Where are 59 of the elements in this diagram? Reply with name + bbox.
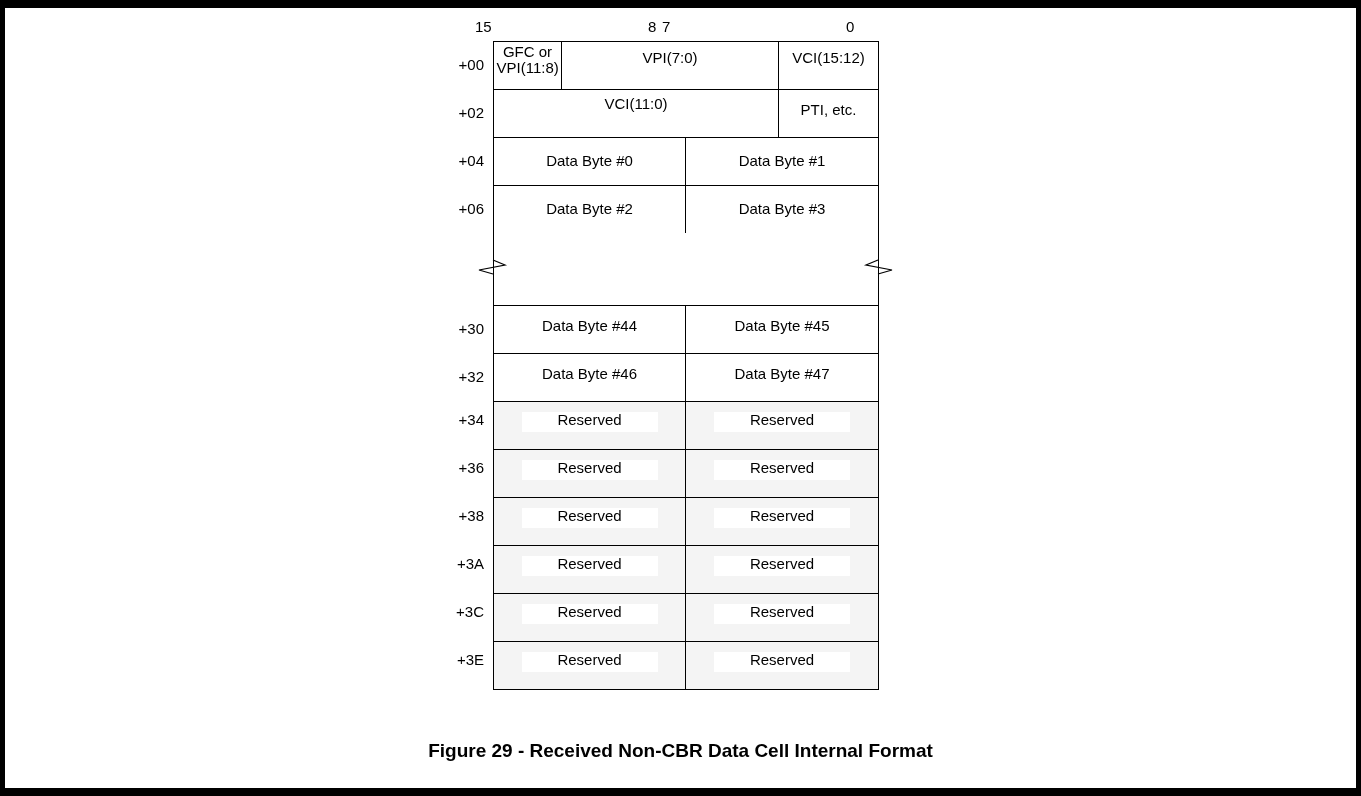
reserved-field-cell (493, 593, 686, 642)
field-label: Data Byte #46 (541, 366, 638, 384)
reserved-field-cell (493, 401, 686, 450)
offset-label: +04 (458, 152, 484, 169)
field-label: Reserved (714, 412, 850, 432)
field-label: Data Byte #45 (734, 318, 830, 336)
field-label: Reserved (521, 652, 658, 672)
field-cell (685, 305, 879, 354)
bit-number: 8 (648, 18, 657, 35)
reserved-field-cell (685, 449, 879, 498)
reserved-field-cell (685, 641, 879, 690)
reserved-field-cell (685, 497, 879, 546)
field-label: Reserved (714, 508, 850, 528)
field-label: VCI(11:0) (604, 96, 668, 114)
field-cell (493, 305, 686, 354)
field-label: Reserved (521, 412, 658, 432)
field-cell (778, 41, 879, 90)
field-cell (493, 41, 562, 90)
field-label: Reserved (521, 604, 658, 624)
omitted-rows-gap (493, 233, 879, 306)
reserved-field-cell (685, 401, 879, 450)
field-label: Data Byte #44 (541, 318, 638, 336)
field-label: Data Byte #2 (546, 201, 633, 219)
field-label: Reserved (521, 556, 658, 576)
offset-label: +32 (458, 368, 484, 385)
field-label: Data Byte #47 (734, 366, 830, 384)
offset-label: +36 (458, 459, 484, 476)
reserved-field-cell (685, 593, 879, 642)
bit-number: 7 (662, 18, 671, 35)
reserved-field-cell (493, 449, 686, 498)
offset-label: +02 (458, 104, 484, 121)
bit-number: 15 (475, 18, 492, 35)
offset-label: +38 (458, 507, 484, 524)
field-label: Data Byte #0 (546, 153, 633, 171)
offset-label: +3E (456, 651, 484, 668)
field-label: VPI(7:0) (642, 50, 698, 68)
field-label: Reserved (714, 556, 850, 576)
reserved-field-cell (685, 545, 879, 594)
field-label: Reserved (521, 508, 658, 528)
offset-label: +3C (456, 603, 484, 620)
reserved-field-cell (493, 545, 686, 594)
field-label: PTI, etc. (800, 102, 857, 120)
figure-caption: Figure 29 - Received Non-CBR Data Cell Internal Format (428, 740, 933, 762)
offset-label: +06 (458, 200, 484, 217)
field-label: Reserved (521, 460, 658, 480)
field-label: Reserved (714, 460, 850, 480)
field-label: GFC or VPI(11:8) (496, 44, 559, 78)
offset-label: +00 (458, 56, 484, 73)
field-label: Reserved (714, 652, 850, 672)
field-label: Data Byte #1 (738, 153, 826, 171)
reserved-field-cell (493, 641, 686, 690)
bit-number: 0 (846, 18, 855, 35)
field-label: VCI(15:12) (792, 50, 865, 68)
offset-label: +3A (456, 555, 484, 572)
field-label: Data Byte #3 (738, 201, 826, 219)
offset-label: +34 (458, 411, 484, 428)
offset-label: +30 (458, 320, 484, 337)
reserved-field-cell (493, 497, 686, 546)
field-label: Reserved (714, 604, 850, 624)
